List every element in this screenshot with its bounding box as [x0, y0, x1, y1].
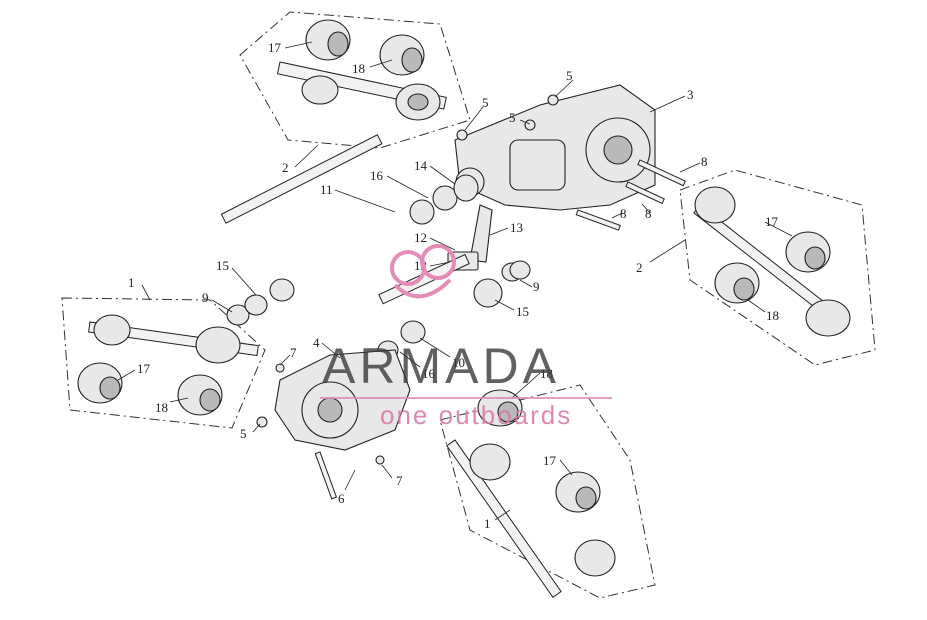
- callout-18: 18: [352, 61, 365, 76]
- callout-13: 13: [510, 220, 523, 235]
- boot-17-top: [305, 19, 351, 61]
- callout-18: 18: [540, 366, 553, 381]
- callout-1: 1: [128, 275, 135, 290]
- callout-7: 7: [290, 345, 297, 360]
- callout-9: 9: [533, 279, 540, 294]
- callout-5: 5: [566, 68, 573, 83]
- boot-18-right: [714, 262, 760, 304]
- callout-4: 4: [313, 335, 320, 350]
- callout-6: 6: [338, 491, 345, 506]
- callout-2: 2: [636, 260, 643, 275]
- group-outline-right-axle: [679, 169, 876, 366]
- propeller-shaft-11: [220, 134, 435, 302]
- watermark-tagline: one outboards: [380, 400, 572, 430]
- callout-1: 1: [484, 516, 491, 531]
- callout-9: 9: [202, 290, 209, 305]
- boot-17-right: [785, 231, 831, 273]
- callout-5: 5: [240, 426, 247, 441]
- callout-2: 2: [282, 160, 289, 175]
- ring-set-9-15-left: [226, 294, 268, 326]
- watermark-brand: ARMADA: [322, 338, 560, 394]
- group-outline-top-axle: [239, 11, 471, 149]
- coupling-14-16: [432, 174, 479, 211]
- callout-17: 17: [765, 214, 779, 229]
- callout-7: 7: [396, 473, 403, 488]
- half-shaft-bottom: [446, 439, 616, 598]
- boot-18-left: [177, 374, 223, 416]
- callout-18: 18: [155, 400, 168, 415]
- callout-5: 5: [509, 110, 516, 125]
- bolt-8-set: [575, 159, 686, 231]
- differential-housing-front: [274, 349, 411, 451]
- callout-12: 12: [414, 230, 427, 245]
- half-shaft-top: [276, 61, 447, 121]
- half-shaft-left: [88, 314, 259, 364]
- callout-14: 14: [414, 158, 428, 173]
- callout-18: 18: [766, 308, 779, 323]
- callout-5: 5: [482, 95, 489, 110]
- callout-15: 15: [516, 304, 529, 319]
- callout-3: 3: [687, 87, 694, 102]
- half-shaft-right: [693, 186, 851, 337]
- callout-11: 11: [320, 182, 333, 197]
- watermark-logo-mark: [390, 244, 456, 299]
- group-outline-bottom-axle: [439, 384, 656, 599]
- leader-lines: [117, 41, 793, 521]
- callout-labels: 17 18 2 5 5 5 3 8 8 8 16 14 11 12 12 13 …: [128, 40, 779, 531]
- callout-16: 16: [422, 366, 436, 381]
- callout-16: 16: [370, 168, 384, 183]
- group-outline-left-axle: [61, 297, 266, 429]
- callout-15: 15: [216, 258, 229, 273]
- ring-set-9-15-right: [501, 260, 531, 282]
- watermark: ARMADA one outboards: [320, 244, 612, 430]
- boot-17-bottom: [555, 471, 601, 513]
- callout-8: 8: [645, 206, 652, 221]
- callout-8: 8: [620, 206, 627, 221]
- callout-17: 17: [268, 40, 282, 55]
- callout-17: 17: [137, 361, 151, 376]
- callout-8: 8: [701, 154, 708, 169]
- differential-housing-rear: [454, 84, 656, 211]
- callout-10: 10: [452, 355, 465, 370]
- boot-18-top: [379, 34, 425, 76]
- boot-17-left: [77, 362, 123, 404]
- callout-17: 17: [543, 453, 557, 468]
- bolt-6: [314, 451, 338, 500]
